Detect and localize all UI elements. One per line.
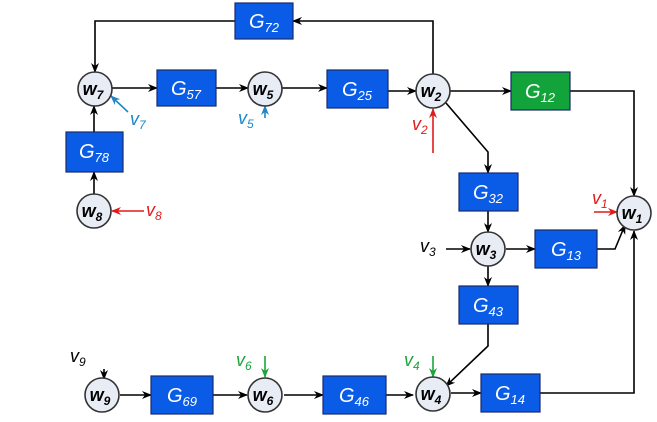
block-g57-label: G57 <box>171 78 202 102</box>
block-g14-label: G14 <box>495 383 525 407</box>
v7-arrow <box>110 95 129 113</box>
block-g78-rect <box>65 131 124 173</box>
node-w5-circle <box>247 71 283 107</box>
edge-g12-w1 <box>570 90 638 197</box>
block-g69-label: G69 <box>167 385 197 409</box>
node-w1: w1 <box>616 195 652 231</box>
block-g72-rect <box>234 2 294 40</box>
node-w5-label: w5 <box>253 79 274 102</box>
node-w7-circle <box>77 71 113 107</box>
block-g69: G69 <box>150 375 214 415</box>
nodes: w7 w5 w2 w8 w1 w3 w9 w6 <box>76 71 652 413</box>
block-g12-label: G12 <box>525 81 556 105</box>
block-g57-rect <box>156 69 217 107</box>
node-w2-circle <box>415 73 451 109</box>
node-w4-circle <box>415 376 451 412</box>
block-g25-label: G25 <box>342 79 373 103</box>
block-g72-label: G72 <box>249 11 280 35</box>
noise-label-v7: v7 <box>130 109 147 132</box>
noise-label-v9: v9 <box>70 346 86 369</box>
node-w4-label: w4 <box>421 384 442 407</box>
edge-g13-w1 <box>597 224 626 250</box>
node-w7: w7 <box>77 71 113 107</box>
node-w9-circle <box>84 377 120 413</box>
noise-label-v5: v5 <box>238 108 254 131</box>
block-g46: G46 <box>322 375 387 415</box>
node-w5: w5 <box>247 71 283 107</box>
node-w6: w6 <box>247 377 283 413</box>
edge-g72-w7 <box>91 20 235 73</box>
noise-label-v8: v8 <box>146 200 162 223</box>
node-w6-circle <box>247 377 283 413</box>
edge-w2-g32 <box>445 102 492 174</box>
node-w3: w3 <box>470 231 506 267</box>
block-g46-rect <box>322 375 387 415</box>
node-w1-label: w1 <box>622 203 643 226</box>
block-g46-label: G46 <box>339 385 370 409</box>
block-g78: G78 <box>65 131 124 173</box>
block-g43: G43 <box>458 285 519 325</box>
edges <box>90 17 638 399</box>
noise-label-v3: v3 <box>420 236 436 259</box>
node-w3-circle <box>470 231 506 267</box>
block-g78-label: G78 <box>79 141 110 165</box>
noise-label-v2: v2 <box>412 114 428 137</box>
block-g32: G32 <box>458 172 519 212</box>
edge-g43-w4 <box>445 324 489 387</box>
blocks: G72 G57 G25 G12 G78 G32 G13 G43 <box>65 2 598 415</box>
node-w8: w8 <box>76 193 112 229</box>
block-g25-rect <box>326 69 389 109</box>
node-w2: w2 <box>415 73 451 109</box>
block-g12-rect <box>510 71 571 111</box>
node-w1-circle <box>616 195 652 231</box>
noise-label-v1: v1 <box>592 188 608 211</box>
block-g13: G13 <box>534 229 598 269</box>
block-g25: G25 <box>326 69 389 109</box>
node-w4: w4 <box>415 376 451 412</box>
block-g12: G12 <box>510 71 571 111</box>
block-g69-rect <box>150 375 214 415</box>
block-g14-rect <box>480 373 541 413</box>
block-g57: G57 <box>156 69 217 107</box>
node-w9-label: w9 <box>90 385 111 408</box>
block-g43-label: G43 <box>473 295 504 319</box>
block-g32-rect <box>458 172 519 212</box>
block-g72: G72 <box>234 2 294 40</box>
block-g32-label: G32 <box>473 182 504 206</box>
edge-g14-w1 <box>540 230 638 394</box>
block-g43-rect <box>458 285 519 325</box>
noise-labels: v7 v5 v2 v8 v1 v3 v9 v6 v4 <box>70 108 608 373</box>
node-w7-label: w7 <box>83 79 105 102</box>
node-w6-label: w6 <box>253 385 274 408</box>
block-g14: G14 <box>480 373 541 413</box>
node-w2-label: w2 <box>421 81 442 104</box>
node-w3-label: w3 <box>476 239 497 262</box>
noise-label-v4: v4 <box>404 350 420 373</box>
node-w9: w9 <box>84 377 120 413</box>
block-g13-label: G13 <box>551 239 582 263</box>
block-g13-rect <box>534 229 598 269</box>
edge-w2-g72 <box>292 17 434 74</box>
node-w8-label: w8 <box>82 201 103 224</box>
node-w8-circle <box>76 193 112 229</box>
noise-label-v6: v6 <box>236 350 252 373</box>
